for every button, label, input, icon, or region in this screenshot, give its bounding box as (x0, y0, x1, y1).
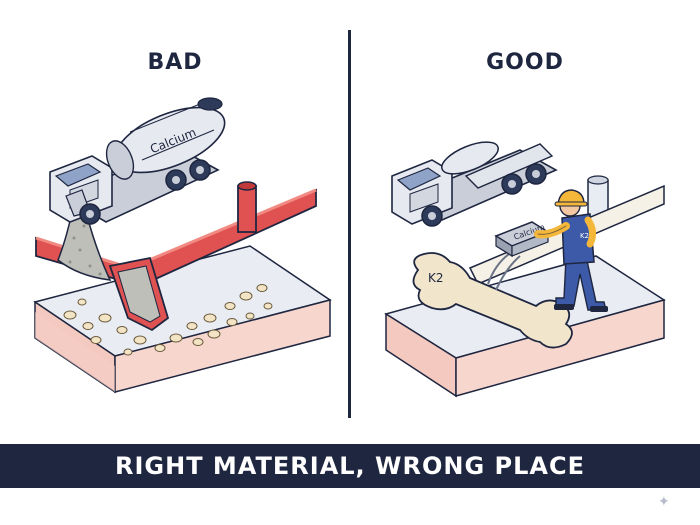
caption-text: RIGHT MATERIAL, WRONG PLACE (115, 452, 585, 480)
bad-tissue-slab (33, 245, 332, 394)
worker: K2 (534, 189, 608, 312)
worker-badge-text: K2 (580, 232, 589, 240)
cement-mixer-truck: Calcium (49, 97, 226, 225)
clean-truck (391, 141, 558, 227)
calcium-pour (57, 211, 112, 281)
panel-divider (348, 30, 351, 418)
bone-k2-text: K2 (428, 271, 444, 285)
good-scene: K2 Calcium K2 (384, 141, 666, 398)
comparison-illustration: Calcium K2 (33, 97, 666, 398)
bad-scene: Calcium (33, 97, 332, 394)
panel-label-good: GOOD (486, 50, 564, 75)
artery-pipe (35, 181, 317, 332)
caption-banner: RIGHT MATERIAL, WRONG PLACE (0, 444, 700, 488)
sparkle-icon: ✦ (658, 494, 670, 510)
panel-label-bad: BAD (147, 50, 203, 75)
calcium-deposits (63, 284, 273, 356)
